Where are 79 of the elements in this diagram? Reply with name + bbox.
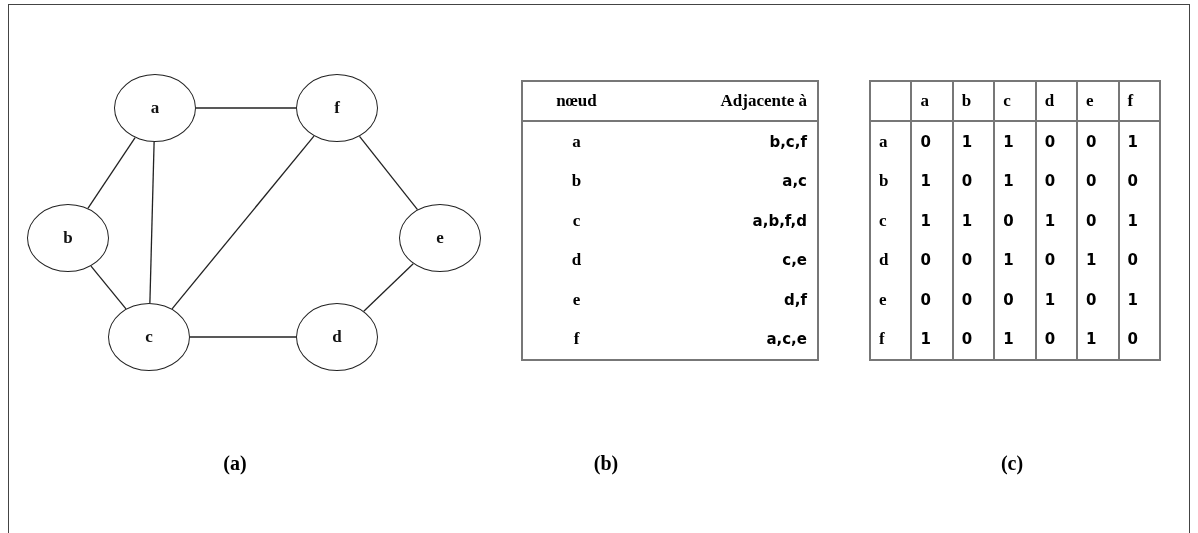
table-cell: 0 (1035, 319, 1078, 360)
node-label: d (332, 327, 342, 347)
node-label: b (63, 228, 73, 248)
edge-line (189, 336, 297, 338)
table-cell: d,f (629, 280, 818, 320)
table-cell: 0 (952, 161, 995, 201)
edge-line (149, 141, 155, 304)
table-cell: 0 (1118, 319, 1160, 360)
column-header: a (911, 81, 953, 121)
table-cell: 1 (1118, 201, 1160, 241)
table-cell: 1 (1035, 201, 1078, 241)
row-header: c (522, 201, 630, 241)
panel-caption: (b) (593, 452, 619, 475)
edge-line (171, 135, 315, 310)
table-cell: 1 (952, 201, 995, 241)
table-cell: 0 (1035, 121, 1078, 162)
row-header: b (522, 161, 630, 201)
edge-line (195, 107, 297, 109)
table-cell: a,c (629, 161, 818, 201)
table-cell: a,b,f,d (629, 201, 818, 241)
row-header: d (522, 240, 630, 280)
table-cell: 0 (994, 201, 1036, 241)
table-cell: 0 (952, 319, 995, 360)
row-header: c (870, 201, 912, 241)
table-cell: 1 (994, 161, 1036, 201)
node-label: f (334, 98, 340, 118)
table-cell: 0 (1077, 121, 1119, 162)
edge-line (363, 263, 414, 312)
table-cell: 1 (1118, 121, 1160, 162)
table-cell: 0 (1118, 161, 1160, 201)
table-cell: 1 (994, 319, 1036, 360)
edge-line (90, 265, 127, 310)
table-cell: 0 (911, 240, 953, 280)
column-header: e (1077, 81, 1119, 121)
panel-caption: (a) (223, 452, 247, 475)
table-cell: 0 (1077, 280, 1119, 320)
node-label: a (150, 98, 160, 118)
table-cell: 0 (1035, 240, 1078, 280)
table-cell: 1 (911, 161, 953, 201)
edge-line (358, 135, 419, 211)
edge-line (87, 137, 136, 209)
table-cell: 1 (952, 121, 995, 162)
column-header: Adjacente à (629, 81, 818, 121)
column-header: b (952, 81, 995, 121)
table-cell: 0 (994, 280, 1036, 320)
row-header: b (870, 161, 912, 201)
table-cell: 1 (1077, 240, 1119, 280)
table-cell: 1 (911, 201, 953, 241)
column-header: c (994, 81, 1036, 121)
row-header: a (870, 121, 912, 162)
table-cell: a,c,e (629, 319, 818, 360)
column-header: nœud (522, 81, 630, 121)
table-cell: 1 (1035, 280, 1078, 320)
row-header: e (522, 280, 630, 320)
table-cell: 0 (1035, 161, 1078, 201)
row-header: f (870, 319, 912, 360)
row-header: a (522, 121, 630, 162)
table-cell: 1 (911, 319, 953, 360)
row-header: e (870, 280, 912, 320)
table-cell: 0 (1077, 161, 1119, 201)
table-cell: 1 (1118, 280, 1160, 320)
node-label: c (145, 327, 153, 347)
table-cell: 1 (994, 121, 1036, 162)
table-cell: 0 (911, 121, 953, 162)
table-cell: b,c,f (629, 121, 818, 162)
table-cell: 0 (952, 240, 995, 280)
panel-caption: (c) (1000, 452, 1024, 475)
table-cell: 0 (911, 280, 953, 320)
row-header: d (870, 240, 912, 280)
table-cell: 0 (952, 280, 995, 320)
table-cell: c,e (629, 240, 818, 280)
column-header: d (1035, 81, 1078, 121)
table-cell: 0 (1077, 201, 1119, 241)
row-header: f (522, 319, 630, 360)
table-cell: 1 (994, 240, 1036, 280)
column-header: f (1118, 81, 1160, 121)
table-cell: 0 (1118, 240, 1160, 280)
table-cell: 1 (1077, 319, 1119, 360)
node-label: e (436, 228, 444, 248)
